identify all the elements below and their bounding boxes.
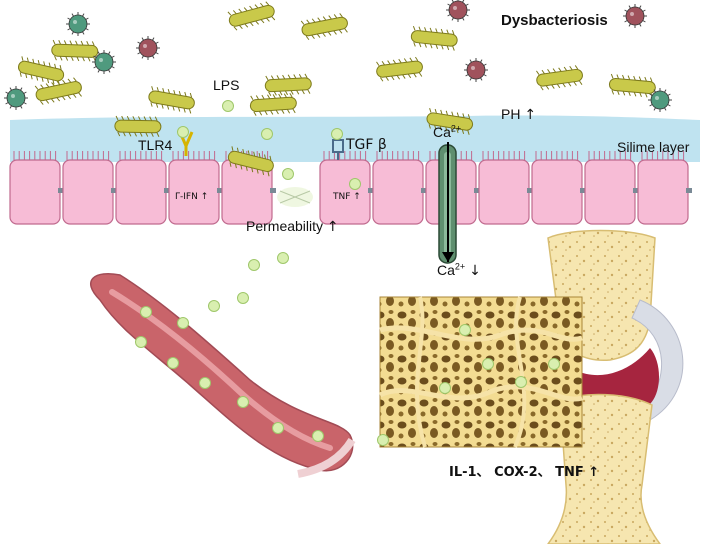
epithelial-cell xyxy=(62,151,117,225)
junction-gap-icon xyxy=(277,187,313,207)
lps-particle-group xyxy=(135,100,560,446)
epithelial-cell xyxy=(637,151,692,225)
ifn-text: Γ-IFN xyxy=(175,192,198,202)
rod-bacterium-icon xyxy=(264,73,312,96)
rod-bacterium-icon xyxy=(51,39,99,62)
rod-bacterium-icon xyxy=(300,13,348,41)
lps-particle xyxy=(282,168,294,180)
lps-particle xyxy=(312,430,324,442)
calcium-out-charge: 2+ xyxy=(454,261,466,272)
rod-bacterium-icon xyxy=(426,108,474,135)
lps-particle xyxy=(331,128,343,140)
blood-vessel-icon xyxy=(90,273,356,478)
rod-bacterium-icon xyxy=(536,65,583,91)
rod-bacterium-icon xyxy=(608,73,656,98)
rod-bacterium-icon xyxy=(114,115,162,137)
tnf-cell-label: TNF ↑ xyxy=(333,193,361,202)
tnf-cell-text: TNF xyxy=(333,192,351,202)
cytokines-up-arrow-icon: ↑ xyxy=(588,465,600,480)
epithelial-cell xyxy=(168,151,223,225)
lps-particle xyxy=(439,382,451,394)
rod-bacterium-icon xyxy=(227,1,276,31)
calcium-out-label: Ca2+ ↓ xyxy=(437,261,481,279)
cytokines-text: IL-1、 COX-2、 TNF xyxy=(449,465,584,480)
epithelial-cell xyxy=(531,151,586,225)
lps-particle xyxy=(199,377,211,389)
lps-particle xyxy=(349,178,361,190)
rod-bacterium-icon xyxy=(227,146,274,177)
lps-particle xyxy=(272,422,284,434)
ifn-up-arrow-icon: ↑ xyxy=(200,192,209,202)
rod-bacterium-icon xyxy=(17,56,65,86)
lps-particle xyxy=(248,259,260,271)
lps-particle xyxy=(167,357,179,369)
permeability-text: Permeability xyxy=(246,218,324,234)
permeability-label: Permeability ↑ xyxy=(246,219,339,234)
lps-particle xyxy=(482,358,494,370)
lps-particle xyxy=(277,252,289,264)
permeability-up-arrow-icon: ↑ xyxy=(326,219,339,235)
coccus-bacterium-icon xyxy=(623,4,647,28)
tgf-beta-label: TGF β xyxy=(346,137,387,153)
ph-label: PH ↑ xyxy=(501,107,536,122)
tgf-receptor-icon xyxy=(332,139,344,160)
epithelial-cell xyxy=(372,151,427,225)
epithelial-cell-row xyxy=(9,151,692,225)
calcium-in-label: Ca2+ xyxy=(433,123,462,140)
coccus-bacterium-icon xyxy=(464,58,488,82)
coccus-bacterium-icon xyxy=(136,36,160,60)
epithelial-cell xyxy=(584,151,639,225)
lps-particle xyxy=(177,317,189,329)
lps-particle xyxy=(177,126,189,138)
rod-bacterium-icon xyxy=(410,25,458,51)
coccus-bacterium-icon xyxy=(4,86,28,110)
epithelial-cell xyxy=(319,151,374,225)
bacteria-group xyxy=(4,0,672,177)
lps-particle xyxy=(515,376,527,388)
calcium-in-symbol: Ca xyxy=(433,124,451,140)
rod-bacterium-icon xyxy=(34,77,82,105)
cytokines-label: IL-1、 COX-2、 TNF ↑ xyxy=(449,466,599,479)
calcium-in-charge: 2+ xyxy=(450,123,462,134)
rod-bacterium-icon xyxy=(376,56,423,82)
lps-particle xyxy=(237,292,249,304)
calcium-channel-icon xyxy=(438,142,457,264)
trabecular-bone-icon xyxy=(378,296,583,448)
ph-text: PH xyxy=(501,106,521,122)
epithelial-cell xyxy=(478,151,533,225)
rod-bacterium-icon xyxy=(249,92,297,116)
lps-particle xyxy=(135,336,147,348)
rod-bacterium-icon xyxy=(148,86,195,114)
lps-particle xyxy=(140,306,152,318)
lps-particle xyxy=(548,358,560,370)
lps-particle xyxy=(208,300,220,312)
dysbacteriosis-label: Dysbacteriosis xyxy=(501,12,608,29)
calcium-out-symbol: Ca xyxy=(437,262,455,278)
tnf-cell-up-arrow-icon: ↑ xyxy=(353,192,361,202)
lps-particle xyxy=(459,324,471,336)
lps-particle xyxy=(261,128,273,140)
epithelial-cell xyxy=(9,151,64,225)
coccus-bacterium-icon xyxy=(648,88,672,112)
slime-layer-label: Silime layer xyxy=(617,139,690,155)
lps-particle xyxy=(377,434,389,446)
coccus-bacterium-icon xyxy=(446,0,470,22)
coccus-bacterium-icon xyxy=(92,50,116,74)
lps-particle xyxy=(237,396,249,408)
lps-particle xyxy=(222,100,234,112)
ifn-label: Γ-IFN ↑ xyxy=(175,193,208,202)
ph-up-arrow-icon: ↑ xyxy=(524,107,537,123)
epithelial-cell xyxy=(115,151,170,225)
lps-label: LPS xyxy=(213,77,240,93)
coccus-bacterium-icon xyxy=(66,12,90,36)
calcium-out-down-arrow-icon: ↓ xyxy=(469,263,481,279)
tlr4-label: TLR4 xyxy=(138,137,173,153)
